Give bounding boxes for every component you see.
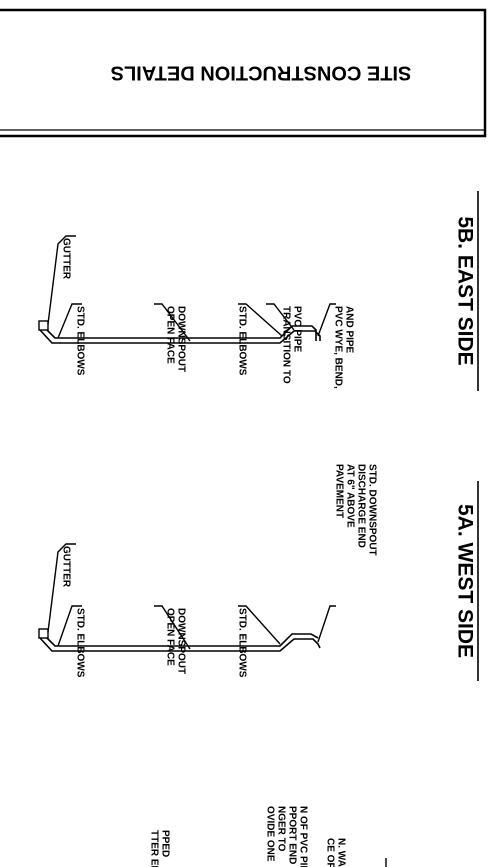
note-1-line-2: PPED [159,830,170,857]
west-label-elbows-top: STD. ELBOWS [74,608,85,678]
note-1-line-1: TTER END [148,830,159,867]
west-view-title: 5A. WEST SIDE [453,504,476,658]
east-label-transition-2: PVC PIPE [291,306,302,352]
east-label-gutter: GUTTER [60,238,71,280]
east-leader-gutter [47,235,76,325]
note-3-line-1: CE OF [324,838,335,867]
east-downspout-inner [46,325,317,341]
east-side-detail: GUTTER STD. ELBOWS OPEN FACE DOWNSPOUT S… [38,191,479,391]
east-label-elbows-bottom: STD. ELBOWS [236,306,247,376]
east-downspout-outer [39,329,321,344]
west-label-discharge-2: DISCHARGE END [355,464,366,548]
west-gutter-box [38,628,49,639]
notes-cut-off: TTER END PPED OVIDE ONE NGER TO PPORT EN… [148,806,387,867]
west-leader-discharge [317,605,336,643]
east-label-transition-1: TRANSITION TO [280,306,291,384]
note-3-line-2: N. WALL [335,838,346,867]
east-label-pvc-2: AND PIPE [343,306,354,354]
title-block: SITE CONSTRUCTION DETAILS [0,8,487,138]
east-leader-pvc [317,303,336,337]
west-side-detail: GUTTER STD. ELBOWS OPEN FACE DOWNSPOUT S… [38,464,479,681]
east-label-pvc-1: PVC WYE, BEND, [332,306,343,389]
east-label-elbows-top: STD. ELBOWS [74,306,85,376]
title-block-border [0,8,487,138]
west-label-open-face-2: DOWNSPOUT [175,608,186,674]
note-2-line-4: N OF PVC PIPE [297,806,308,867]
west-label-discharge-4: PAVEMENT [333,464,344,518]
note-2-line-1: OVIDE ONE [264,806,275,862]
west-downspout-inner [46,633,319,647]
west-label-elbows-bottom: STD. ELBOWS [236,608,247,678]
west-label-open-face-1: OPEN FACE [164,608,175,666]
sheet-title: SITE CONSTRUCTION DETAILS [111,62,412,84]
east-view-title: 5B. EAST SIDE [453,216,476,365]
note-2-line-2: NGER TO [275,806,286,852]
west-leader-elbows-bottom [238,605,281,645]
west-label-discharge-1: STD. DOWNSPOUT [366,464,377,556]
west-label-discharge-3: AT 6" ABOVE [344,464,355,528]
east-label-open-face-2: DOWNSPOUT [175,306,186,372]
east-leader-open-face [154,303,191,342]
note-2-line-3: PPORT END [286,806,297,864]
east-gutter-box [38,320,49,331]
east-leader-elbows-top [57,303,82,339]
west-leader-gutter [47,543,76,633]
east-label-open-face-1: OPEN FACE [164,306,175,364]
west-leader-elbows-top [57,605,82,647]
west-label-gutter: GUTTER [60,546,71,588]
west-downspout-outer [39,637,321,652]
east-leader-elbows-bottom [238,303,283,337]
east-leader-transition [266,303,295,331]
west-leader-open-face [154,605,191,650]
